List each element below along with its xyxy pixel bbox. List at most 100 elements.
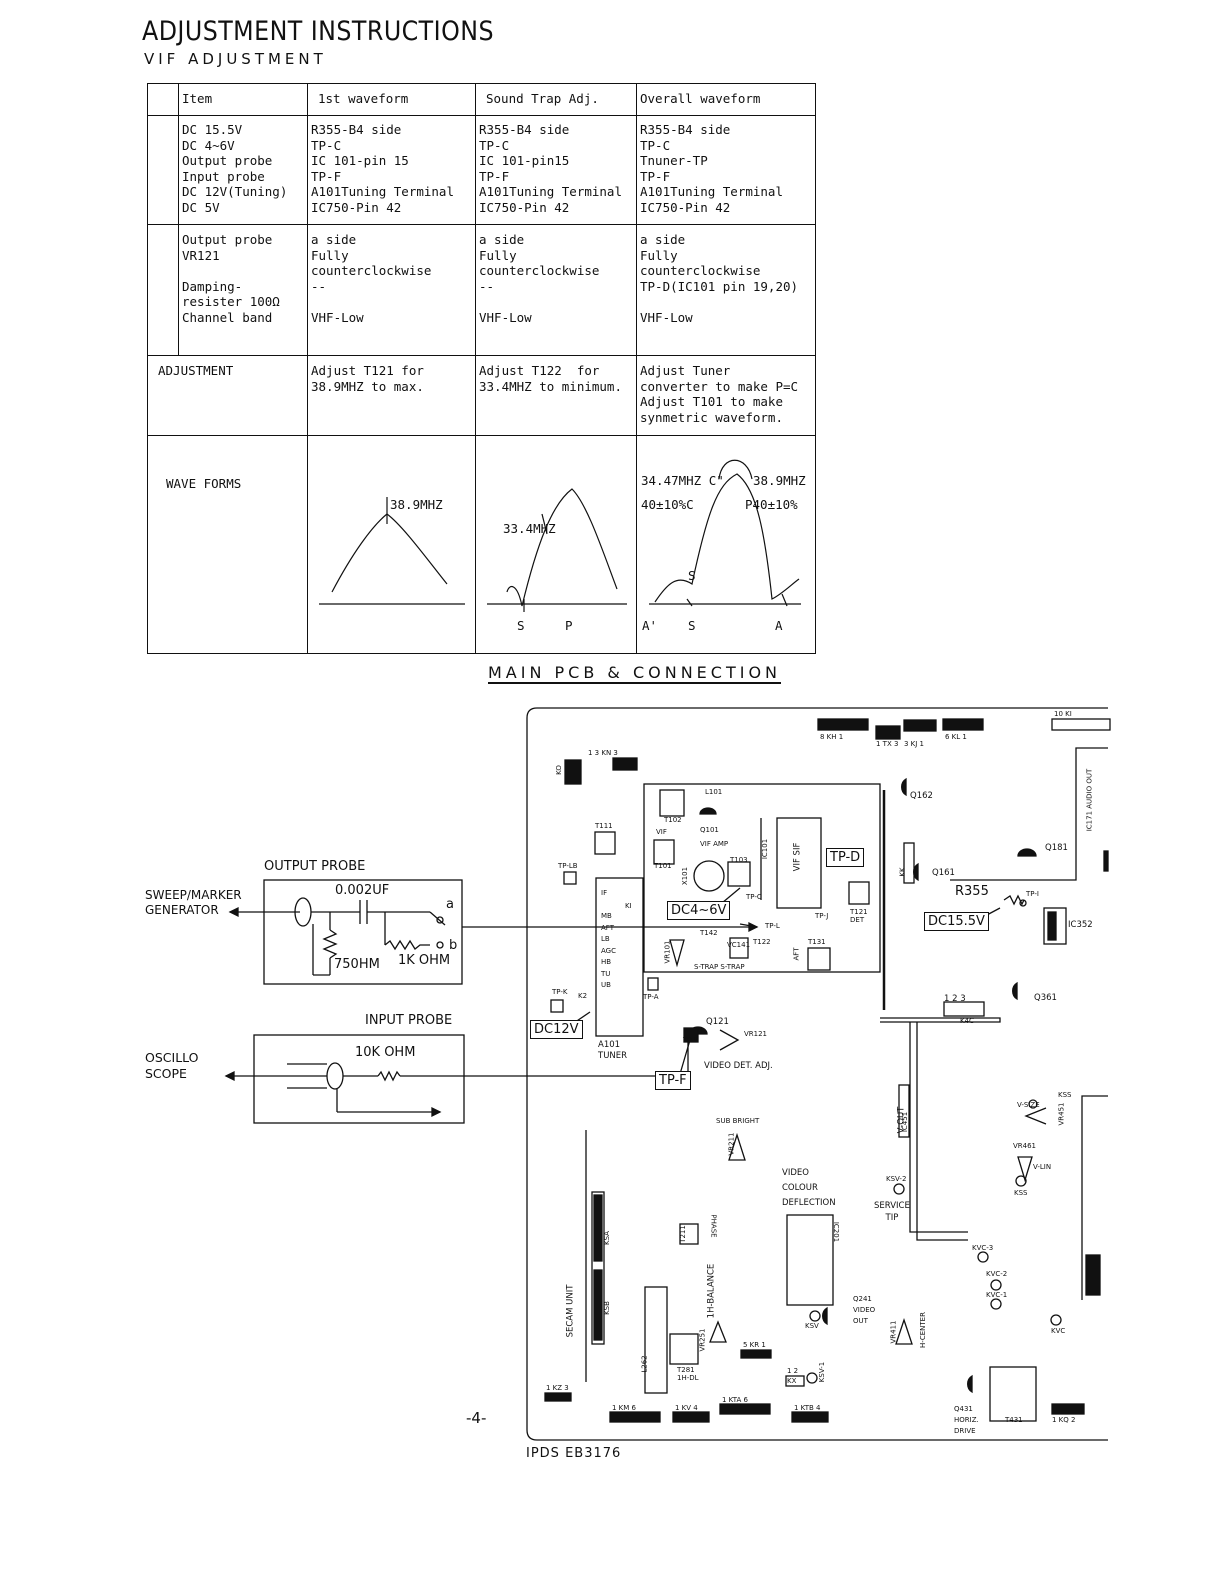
- label-ko: KO: [554, 765, 563, 775]
- output-probe-r1: 750HM: [334, 957, 380, 972]
- label-kvc: KVC: [1051, 1327, 1066, 1335]
- ic201: [786, 1214, 834, 1306]
- waveform-overall-p: 38.9MHZ: [753, 473, 806, 488]
- waveform-overall-c: 34.47MHZ C": [641, 473, 724, 488]
- sweep-generator-label: SWEEP/MARKER GENERATOR: [145, 888, 242, 917]
- label-k4c-pins: 1 2 3: [944, 994, 966, 1004]
- label-tp-l: TP-L: [765, 922, 780, 930]
- input-probe-connector: [326, 1062, 344, 1090]
- label-q121: Q121: [706, 1017, 729, 1027]
- header-cell-overall: Overall waveform: [636, 83, 816, 116]
- input-probe-r: 10K OHM: [355, 1045, 416, 1060]
- label-tp-i: TP-I: [1026, 890, 1039, 898]
- label-tp-k: TP-K: [552, 988, 568, 996]
- label-kx: 1 2 KX: [787, 1367, 799, 1385]
- waveforms-label: WAVE FORMS: [147, 435, 308, 654]
- waveform-overall-s: S: [688, 568, 696, 583]
- label-q361: Q361: [1034, 993, 1057, 1003]
- marker-a-prime: [686, 598, 693, 607]
- label-kss-top: KSS: [1058, 1091, 1072, 1099]
- label-ksv-1: KSV-1: [818, 1361, 827, 1383]
- input-probe-title: INPUT PROBE: [365, 1013, 453, 1028]
- label-v-size: V-SIZE: [1017, 1101, 1040, 1109]
- label-kr: 5 KR 1: [743, 1341, 766, 1349]
- label-video-det: VIDEO DET. ADJ.: [704, 1061, 773, 1071]
- label-t103: T103: [730, 856, 748, 864]
- x101-crystal: [693, 860, 725, 892]
- label-secam-unit: SECAM UNIT: [565, 1284, 576, 1338]
- document-code: IPDS EB3176: [526, 1446, 622, 1461]
- label-t131: T131: [808, 938, 826, 946]
- curve-overall: [654, 473, 800, 603]
- label-vif-sif: VIF SIF: [792, 842, 803, 872]
- pcb-outline: [526, 707, 1108, 1441]
- if-module: [643, 783, 881, 973]
- label-v-lin: V-LIN: [1033, 1163, 1052, 1171]
- label-ki2: KI: [625, 902, 632, 910]
- label-vif-amp: VIF AMP: [700, 840, 729, 848]
- label-t121: T121 DET: [850, 908, 868, 924]
- label-vr461: VR461: [1013, 1142, 1037, 1150]
- waveform-first-peak: 38.9MHZ: [390, 497, 443, 512]
- label-h-center: H-CENTER: [918, 1312, 927, 1348]
- label-t281: T281 1H-DL: [677, 1366, 699, 1382]
- cell-overall: a side Fully counterclockwise TP-D(IC101…: [636, 224, 816, 356]
- callout-dc12v: DC12V: [530, 1020, 583, 1039]
- label-kl: 6 KL 1: [945, 733, 967, 741]
- label-tp-a: TP-A: [643, 993, 659, 1001]
- output-probe-tap-a: a: [446, 897, 454, 912]
- label-k4c: K4C: [960, 1017, 974, 1025]
- label-tp-f-small: TP-F: [683, 1036, 698, 1044]
- label-vif: VIF: [656, 828, 667, 836]
- label-kvc-1: KVC-1: [986, 1291, 1008, 1299]
- waveform-mark-s: S: [517, 618, 525, 633]
- output-probe-resistor-750: [322, 929, 338, 959]
- label-vr211: VR211: [727, 1132, 736, 1156]
- label-t101: T101: [654, 862, 672, 870]
- label-vr411: VR411: [889, 1320, 898, 1344]
- label-tuner-pins: IF MB AFT LB AGC HB TU UB: [601, 889, 616, 989]
- label-x101: X101: [681, 866, 690, 886]
- label-a101-tuner: A101 TUNER: [598, 1040, 628, 1061]
- label-t142: T142: [700, 929, 718, 937]
- label-kn: 1 3 KN 3: [588, 749, 618, 757]
- label-t431: T431: [1005, 1416, 1023, 1424]
- label-kz: 1 KZ 3: [546, 1384, 569, 1392]
- label-ki: 10 KI: [1054, 710, 1072, 718]
- label-sub-bright: SUB BRIGHT: [716, 1117, 760, 1125]
- waveform-mark-a-prime: A': [642, 618, 658, 633]
- label-vr101: VR101: [663, 940, 672, 964]
- label-kq: 1 KQ 2: [1052, 1416, 1076, 1424]
- waveform-overall-c-level: 40±10%C: [641, 497, 694, 512]
- output-probe-title: OUTPUT PROBE: [264, 859, 366, 874]
- waveform-mark-a: A: [775, 618, 783, 633]
- marker-p: [541, 513, 548, 535]
- waveform-overall-p-level: P40±10%: [745, 497, 798, 512]
- waveform-mark-s2: S: [688, 618, 696, 633]
- vif-sif-block: [776, 817, 822, 909]
- table-row-waveforms: WAVE FORMS: [147, 435, 816, 654]
- label-l101: L101: [705, 788, 723, 796]
- output-probe-cap: 0.002UF: [335, 883, 390, 898]
- label-ic101: IC101: [761, 838, 770, 860]
- label-ktb: 1 KTB 4: [794, 1404, 821, 1412]
- label-vr251: VR251: [698, 1328, 707, 1352]
- label-aft: AFT: [792, 947, 801, 961]
- label-ksv: KSV: [805, 1322, 819, 1330]
- label-tp-j: TP-J: [815, 912, 829, 920]
- waveform-cell-first: [307, 435, 476, 654]
- label-t122: T122: [753, 938, 771, 946]
- tuner-module: [595, 877, 644, 1037]
- cell-item: Output probe VR121 Damping- resister 100…: [178, 224, 308, 356]
- label-ksb: KSB: [602, 1301, 611, 1315]
- vif-adjustment-table: Item 1st waveform Sound Trap Adj. Overal…: [147, 83, 816, 654]
- label-ksa: KSA: [602, 1231, 611, 1245]
- output-probe-r2: 1K OHM: [398, 953, 451, 968]
- label-video-colour-deflection: VIDEO COLOUR DEFLECTION: [782, 1168, 836, 1208]
- header-cell-first: 1st waveform: [307, 83, 476, 116]
- waveform-cell-overall: [636, 435, 816, 654]
- label-vc141: VC141: [727, 941, 751, 949]
- adjustment-overall: Adjust Tuner converter to make P=C Adjus…: [636, 355, 816, 436]
- page-title: ADJUSTMENT INSTRUCTIONS: [142, 16, 494, 47]
